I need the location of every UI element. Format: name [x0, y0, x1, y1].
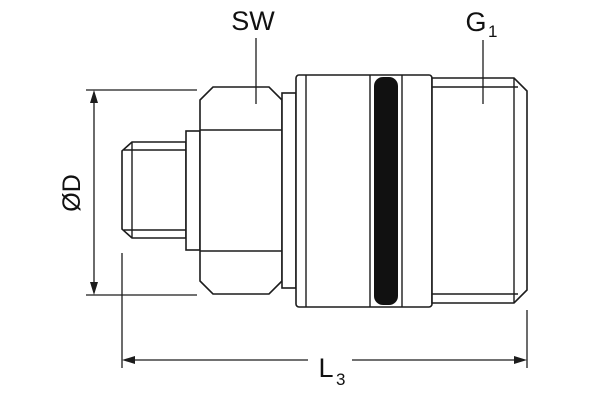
- diameter-arrow-up: [90, 90, 98, 103]
- g1-label-subscript: 1: [488, 22, 497, 41]
- o-ring-seal: [374, 77, 398, 305]
- hex-nut-outline: [199, 86, 283, 295]
- length-arrow-right: [514, 356, 527, 364]
- sw-label: SW: [231, 6, 275, 36]
- diameter-arrow-down: [90, 282, 98, 295]
- sleeve-body: [295, 74, 433, 308]
- coupling-body-group: [121, 74, 528, 308]
- diameter-dimension: [86, 89, 197, 296]
- length-label-subscript: 3: [336, 370, 345, 389]
- diameter-label: ØD: [58, 174, 86, 212]
- male-thread-outline: [431, 77, 528, 304]
- length-label: L: [318, 353, 333, 383]
- step-ring: [281, 92, 297, 289]
- g1-label: G: [465, 7, 486, 37]
- length-dimension: [121, 253, 528, 368]
- length-arrow-left: [122, 356, 135, 364]
- collar-ring: [185, 130, 201, 251]
